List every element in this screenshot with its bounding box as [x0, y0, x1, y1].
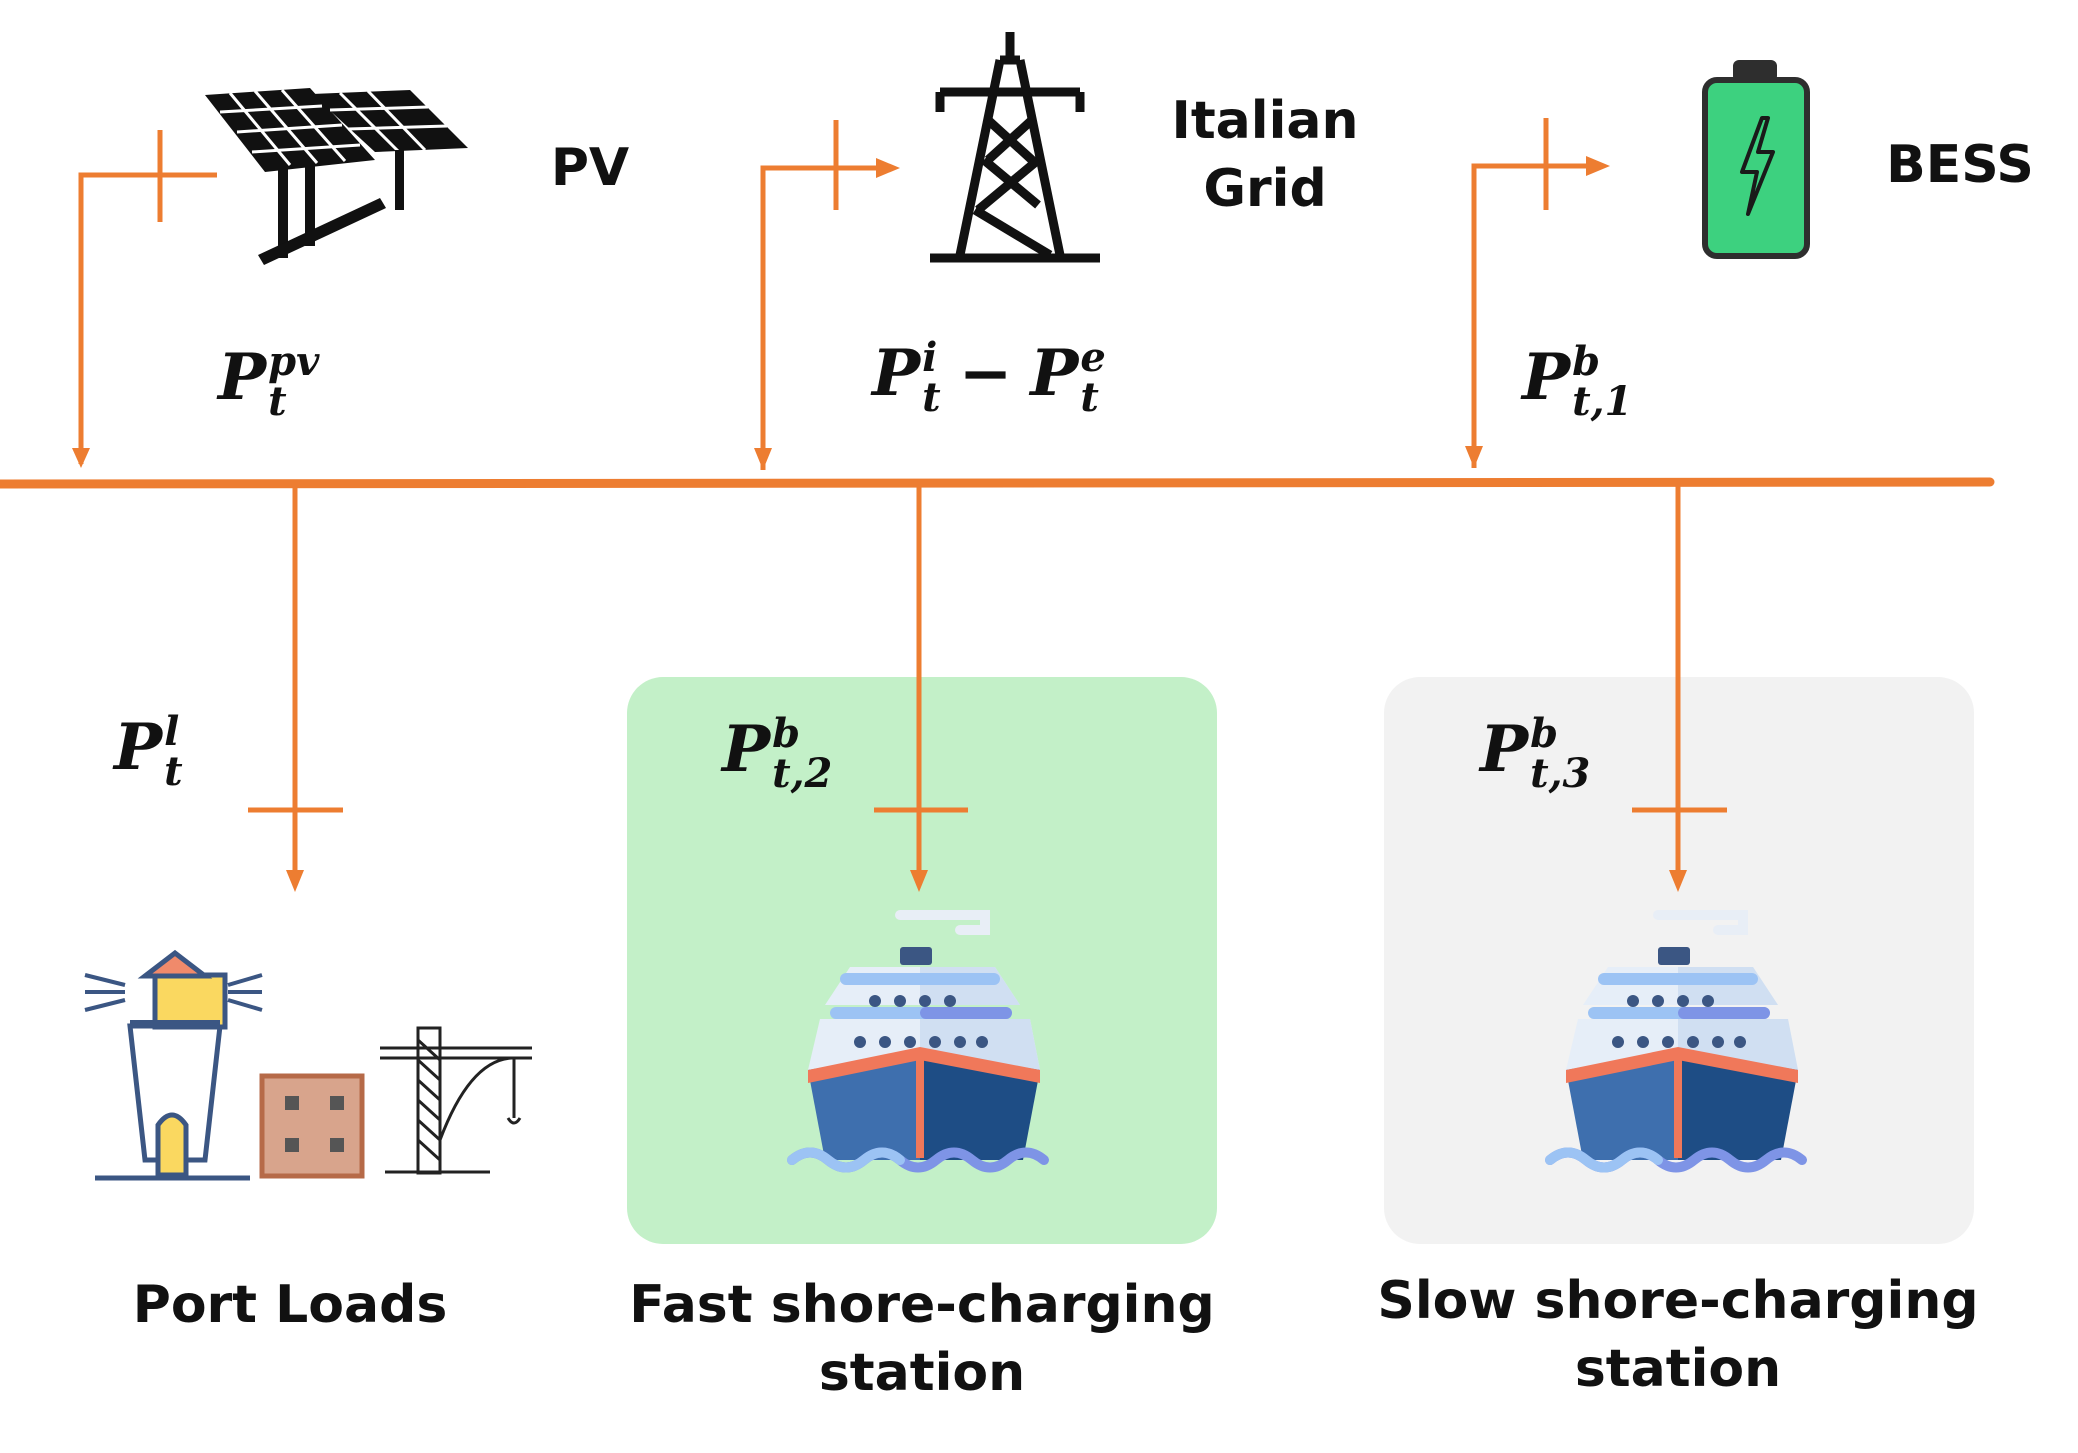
fast-station-ship-icon	[787, 910, 1049, 1173]
fast-station-power-base: P	[722, 711, 771, 787]
grid-export-base: P	[1030, 335, 1079, 411]
grid-label-line1: Italian	[1171, 91, 1359, 151]
slow-station-power-sup: b	[1530, 710, 1559, 757]
port-load-power-base: P	[114, 709, 163, 785]
grid-import-sup: i	[922, 334, 938, 381]
bess-power-base: P	[1522, 339, 1571, 415]
bess-power-sup: b	[1572, 338, 1601, 385]
grid-label: Italian Grid	[1130, 88, 1400, 223]
grid-import-base: P	[872, 335, 921, 411]
bess-label: BESS	[1886, 135, 2034, 195]
port-load-power-sub: t	[164, 748, 183, 795]
slow-station-label-line1: Slow shore-charging	[1377, 1271, 1979, 1331]
slow-station-feeder-line	[1632, 486, 1727, 892]
fast-station-label-line2: station	[818, 1342, 1026, 1403]
port-loads-icon	[84, 949, 532, 1181]
fast-station-label-line1: Fast shore-charging	[629, 1275, 1215, 1335]
solar-panel-icon	[205, 88, 468, 265]
lighthouse-icon	[84, 949, 263, 1181]
slow-station-power-base: P	[1480, 711, 1529, 787]
pv-label: PV	[550, 138, 630, 198]
slow-station-power-sub: t,3	[1530, 750, 1591, 797]
transmission-tower-icon	[930, 32, 1100, 263]
grid-export-sup: e	[1080, 334, 1106, 381]
grid-export-sub: t	[1080, 374, 1099, 421]
pv-power-sup: pv	[268, 338, 320, 385]
bess-feeder-line	[1465, 118, 1610, 468]
fast-station-label: Fast shore-charging station	[602, 1272, 1242, 1407]
grid-feeder-line	[754, 120, 900, 470]
pv-power-sub: t	[268, 378, 287, 425]
grid-import-sub: t	[922, 374, 941, 421]
ac-bus	[0, 477, 1995, 489]
port-loads-label: Port Loads	[132, 1275, 448, 1335]
port-load-power-sup: l	[164, 708, 180, 755]
building-icon	[259, 1073, 365, 1179]
fast-station-power-sup: b	[772, 710, 801, 757]
pv-power-base: P	[218, 339, 267, 415]
slow-station-label: Slow shore-charging station	[1358, 1268, 1998, 1403]
fast-station-feeder-line	[874, 486, 968, 892]
pv-feeder-line	[72, 130, 217, 468]
grid-label-line2: Grid	[1203, 158, 1327, 219]
grid-minus-operator: −	[958, 335, 1013, 411]
slow-station-ship-icon	[1545, 910, 1807, 1173]
battery-icon	[1702, 60, 1810, 259]
crane-icon	[380, 1026, 532, 1175]
slow-station-label-line2: station	[1574, 1338, 1782, 1399]
port-loads-feeder-line	[248, 486, 343, 892]
bess-power-sub: t,1	[1572, 378, 1633, 425]
fast-station-power-sub: t,2	[772, 750, 833, 797]
